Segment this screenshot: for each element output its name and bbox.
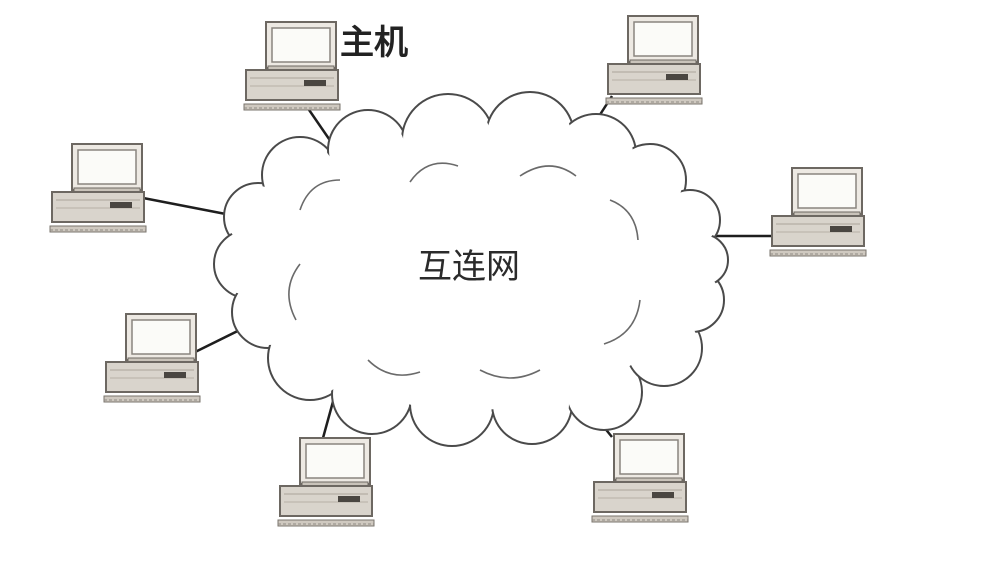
- computer-icon: [769, 167, 867, 257]
- computer-icon: [591, 433, 689, 523]
- computer-icon: [103, 313, 201, 403]
- link-bottom-left: [321, 397, 336, 439]
- computer-icon: [277, 437, 375, 527]
- cloud-label: 互连网: [418, 247, 520, 287]
- internet-cloud: 互连网: [213, 91, 729, 447]
- computer-icon: [49, 143, 147, 233]
- computer-icon: [605, 15, 703, 105]
- link-left-upper: [137, 195, 237, 218]
- host-label: 主机: [340, 23, 408, 63]
- computer-icon: [243, 21, 341, 111]
